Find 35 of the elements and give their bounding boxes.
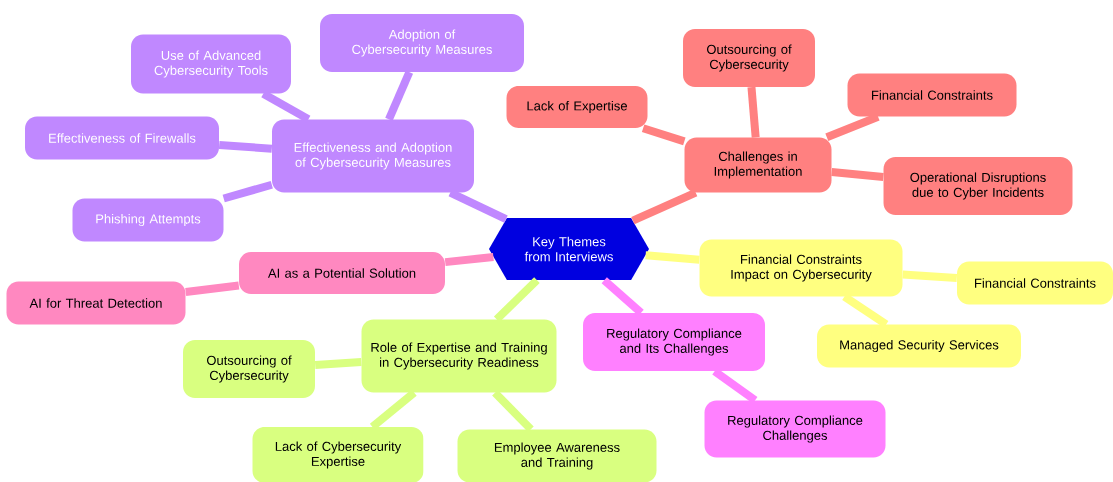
topic-box: Effectiveness of Firewalls	[25, 116, 219, 160]
branch-line	[369, 389, 417, 430]
topic-box: Financial Constraints Impact on Cybersecurity	[699, 239, 903, 297]
topic-box: Regulatory Compliance Challenges	[704, 400, 886, 458]
topic-box: Adoption of Cybersecurity Measures	[320, 14, 524, 72]
branch-line	[825, 113, 880, 141]
topic-box: Lack of Cybersecurity Expertise	[252, 427, 424, 482]
topic-box: Financial Constraints	[847, 73, 1017, 117]
topic-box: Role of Expertise and Training in Cybersecurity Readiness	[361, 319, 557, 393]
hexagon-node: Key Themes from Interviews	[489, 218, 649, 280]
branch-line	[601, 277, 644, 316]
topic-box: Challenges in Implementation	[684, 137, 832, 193]
topic-box: Use of Advanced Cybersecurity Tools	[131, 34, 291, 94]
branch-line	[448, 189, 508, 223]
topic-box: Phishing Attempts	[72, 198, 224, 242]
topic-box: Lack of Expertise	[506, 86, 648, 128]
topic-box: AI as a Potential Solution	[239, 252, 445, 294]
branch-line	[222, 180, 273, 203]
branch-line	[493, 277, 540, 323]
topic-box: Effectiveness and Adoption of Cybersecurity Measures	[272, 119, 474, 193]
branch-line	[261, 90, 311, 123]
topic-box: Outsourcing of Cybersecurity	[683, 29, 815, 87]
topic-box: Regulatory Compliance and Its Challenges	[583, 313, 765, 371]
branch-line	[385, 70, 414, 121]
topic-box: Operational Disruptions due to Cyber Incidents	[883, 157, 1073, 215]
topic-box: Managed Security Services	[817, 324, 1021, 368]
branch-line	[492, 389, 534, 433]
topic-box: Outsourcing of Cybersecurity	[183, 340, 315, 398]
branch-line	[218, 141, 273, 153]
branch-line	[842, 293, 889, 328]
topic-box: Financial Constraints	[957, 261, 1113, 305]
branch-line	[631, 189, 698, 225]
topic-box: Employee Awareness and Training	[457, 429, 657, 482]
branch-line	[641, 124, 686, 146]
topic-box: AI for Threat Detection	[6, 281, 186, 325]
